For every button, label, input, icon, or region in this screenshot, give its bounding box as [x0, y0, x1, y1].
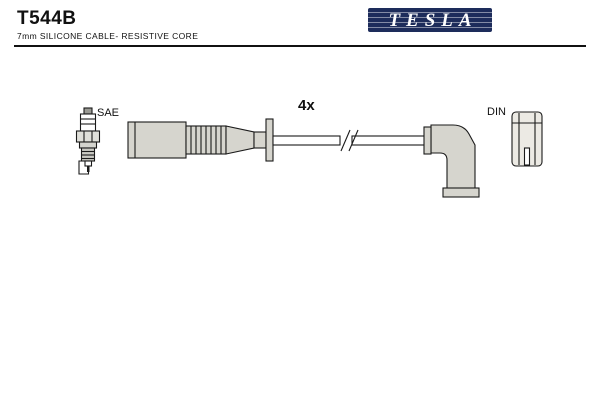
- spark-plug-icon: [75, 107, 101, 175]
- part-description: 7mm SILICONE CABLE- RESISTIVE CORE: [17, 31, 199, 41]
- tesla-logo-text: TESLA: [388, 9, 478, 31]
- sae-label: SAE: [97, 107, 119, 119]
- part-number: T544B: [17, 8, 77, 29]
- elbow-boot: [423, 124, 480, 198]
- tesla-logo: TESLA: [368, 8, 492, 32]
- ignition-cable-diagram: SAE 4x: [75, 97, 543, 198]
- din-label: DIN: [487, 106, 506, 118]
- quantity-label: 4x: [298, 97, 315, 114]
- cable-wire: [272, 129, 429, 152]
- cable-break-icon: [340, 129, 359, 152]
- header-divider: [14, 45, 586, 47]
- din-terminal-icon: [511, 111, 543, 167]
- straight-boot: [127, 118, 274, 162]
